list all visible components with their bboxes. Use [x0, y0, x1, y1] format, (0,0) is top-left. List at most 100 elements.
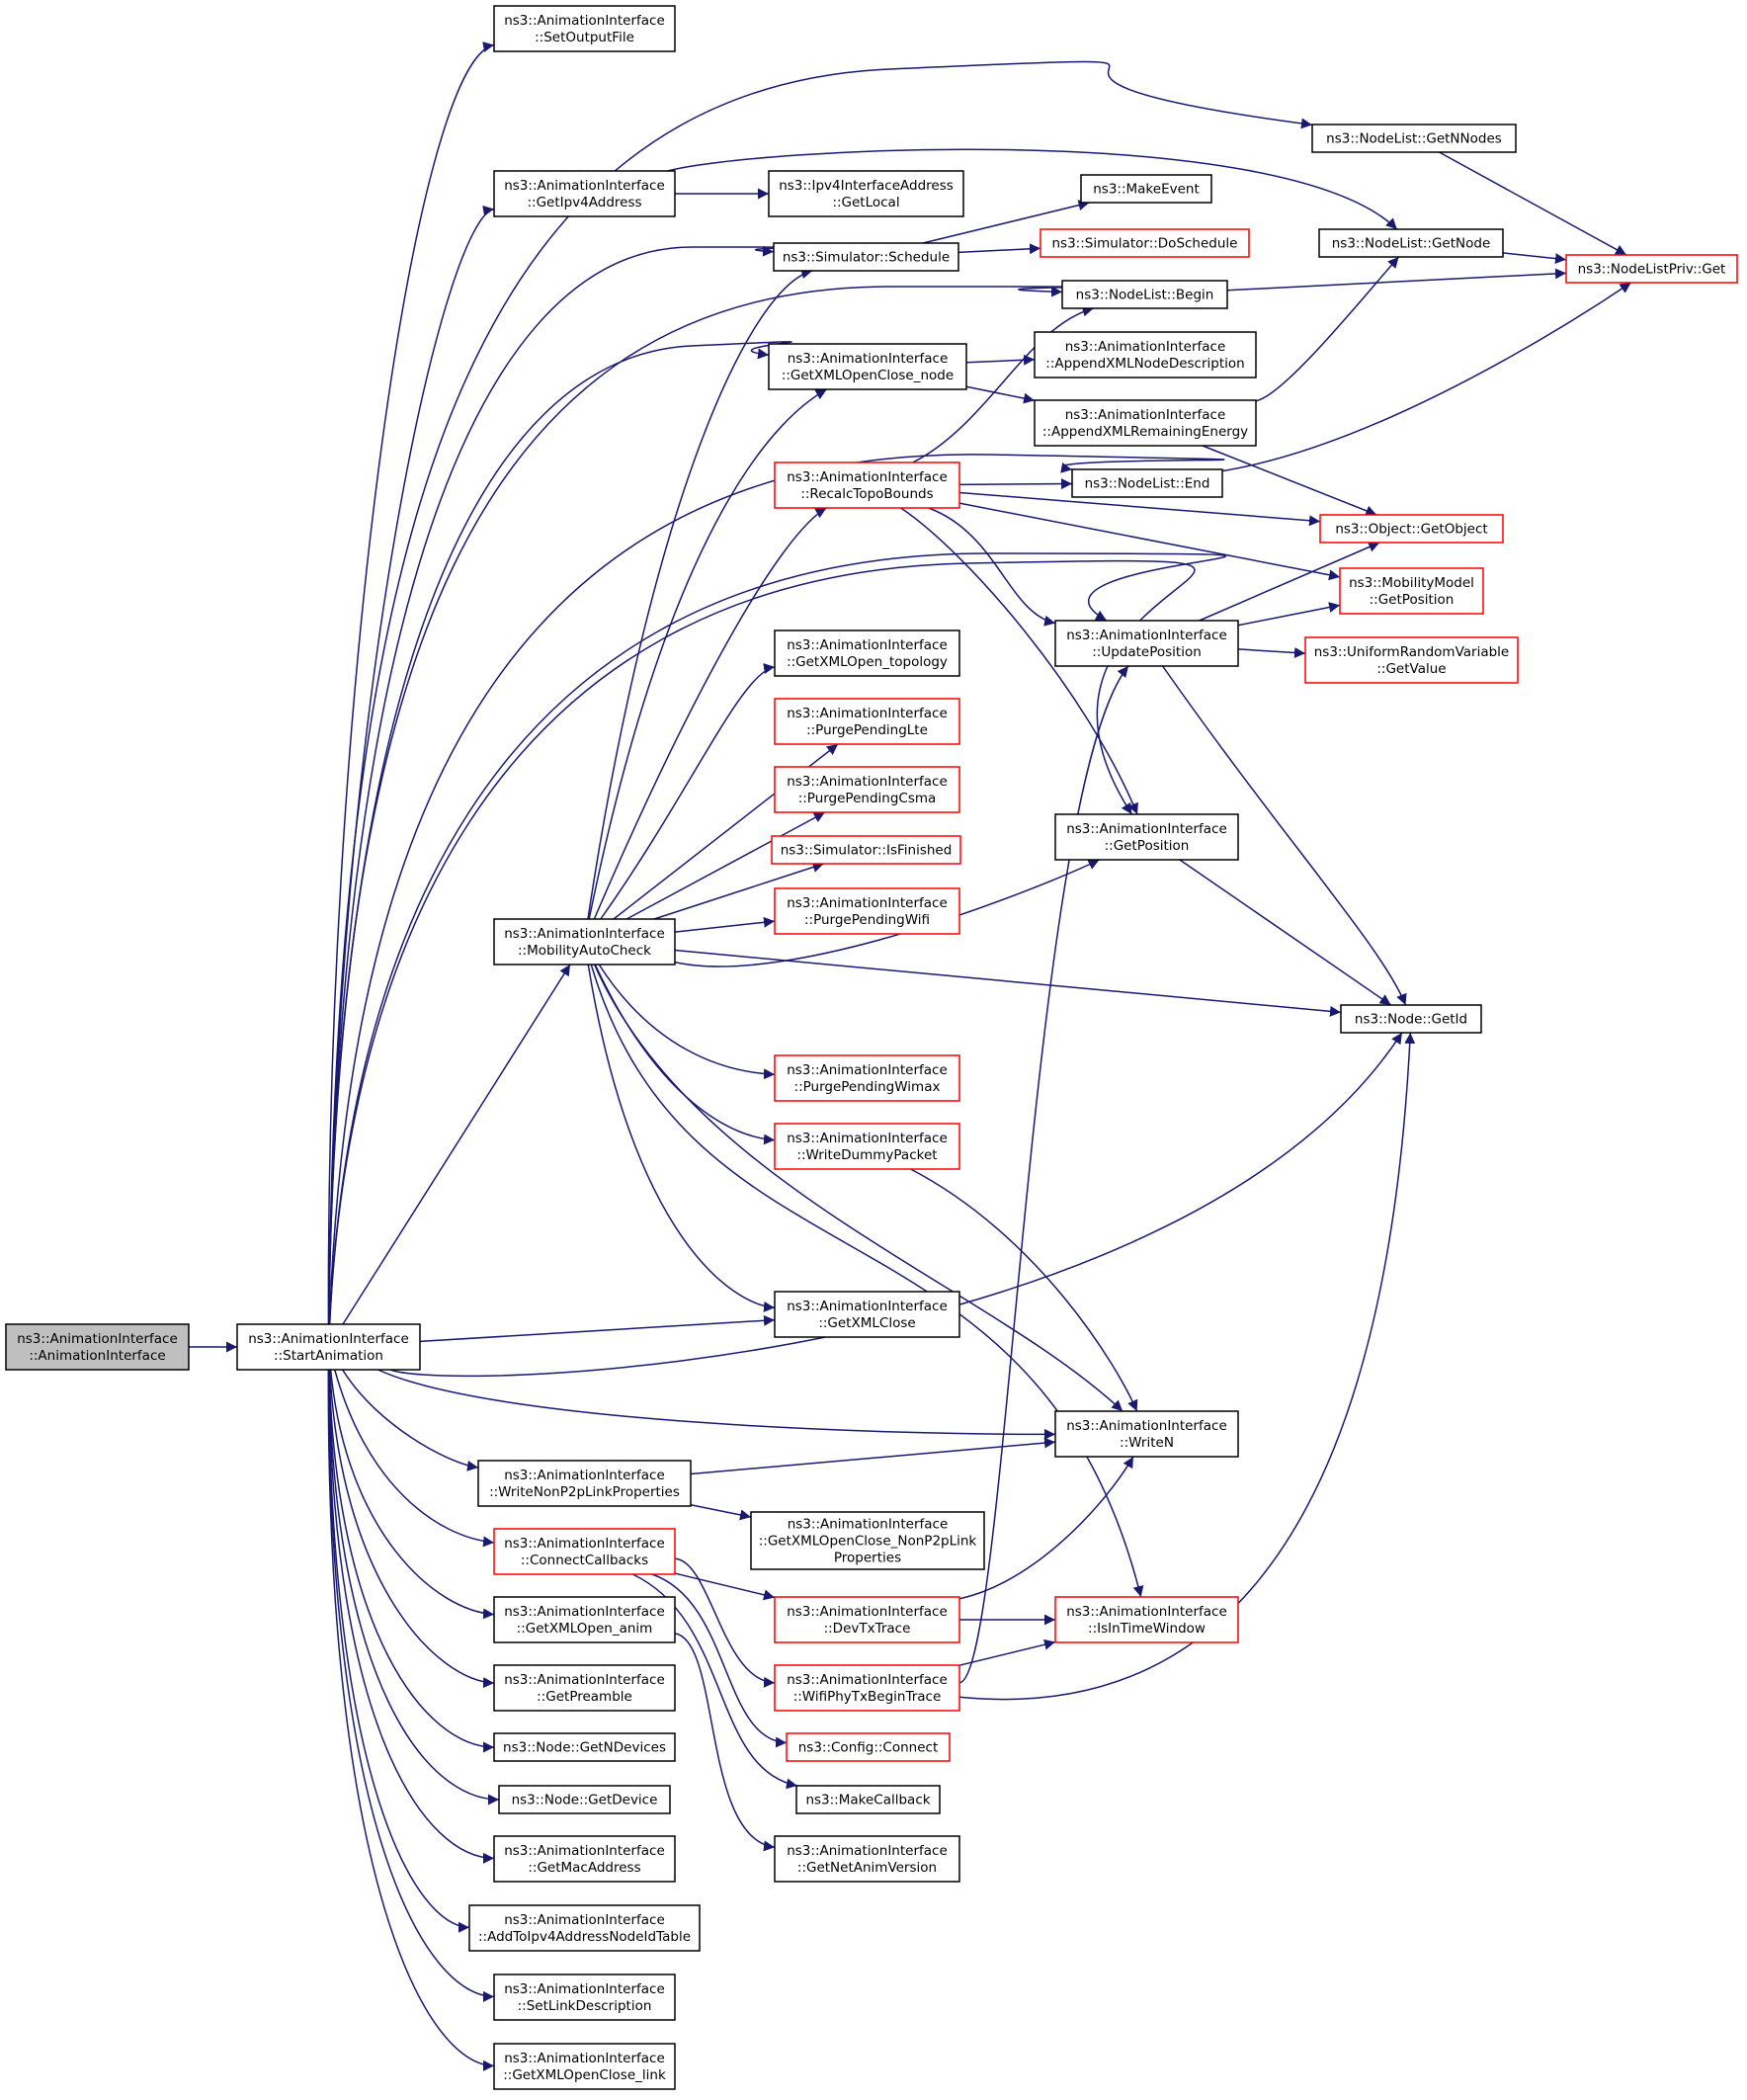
function-node-getnode[interactable]: ns3::NodeList::GetNode [1318, 228, 1504, 258]
function-node-getvalue[interactable]: ns3::UniformRandomVariable::GetValue [1304, 636, 1519, 684]
function-node-label: ::GetXMLClose [818, 1315, 915, 1331]
function-node-isintime[interactable]: ns3::AnimationInterface::IsInTimeWindow [1054, 1596, 1239, 1643]
function-node-wifiphy[interactable]: ns3::AnimationInterface::WifiPhyTxBeginT… [774, 1664, 960, 1712]
call-edge-getnode-to-nlpget [1502, 252, 1567, 265]
function-node-setoutput[interactable]: ns3::AnimationInterface::SetOutputFile [493, 5, 676, 52]
function-node-getxmlclose[interactable]: ns3::AnimationInterface::GetXMLClose [774, 1291, 960, 1338]
function-node-box [477, 1460, 692, 1507]
function-node-updatepos[interactable]: ns3::AnimationInterface::UpdatePosition [1054, 620, 1239, 667]
call-edge-schedule-to-doschedule [957, 243, 1041, 255]
function-node-box [1565, 254, 1738, 284]
function-node-getnnodes[interactable]: ns3::NodeList::GetNNodes [1311, 124, 1517, 153]
function-node-label: ns3::AnimationInterface [787, 1299, 948, 1314]
function-node-appendnode[interactable]: ns3::AnimationInterface::AppendXMLNodeDe… [1034, 331, 1257, 378]
function-node-label: ns3::AnimationInterface [1065, 339, 1226, 355]
function-node-appendenergy[interactable]: ns3::AnimationInterface::AppendXMLRemain… [1034, 399, 1257, 447]
function-node-isfinished[interactable]: ns3::Simulator::IsFinished [771, 835, 961, 865]
function-node-purgewimax[interactable]: ns3::AnimationInterface::PurgePendingWim… [774, 1054, 960, 1102]
function-node-box [1054, 813, 1239, 861]
call-edge-updatepos-to-mobgetpos [1237, 602, 1341, 627]
function-node-label: ::GetMacAddress [528, 1860, 640, 1876]
function-node-label: ::AppendXMLNodeDescription [1045, 356, 1244, 372]
function-node-writenonp2p[interactable]: ns3::AnimationInterface::WriteNonP2pLink… [477, 1460, 692, 1507]
function-node-start[interactable]: ns3::AnimationInterface::StartAnimation [236, 1323, 421, 1371]
function-node-openclosenode[interactable]: ns3::AnimationInterface::GetXMLOpenClose… [768, 343, 967, 390]
function-node-purgewifi[interactable]: ns3::AnimationInterface::PurgePendingWif… [774, 887, 960, 935]
function-node-writedummy[interactable]: ns3::AnimationInterface::WriteDummyPacke… [774, 1123, 960, 1170]
function-node-label: ns3::AnimationInterface [504, 1536, 665, 1552]
function-node-label: ::GetPreamble [537, 1689, 632, 1705]
function-node-label: ns3::AnimationInterface [787, 706, 948, 721]
function-node-opentopo[interactable]: ns3::AnimationInterface::GetXMLOpen_topo… [774, 630, 960, 677]
function-node-openanim[interactable]: ns3::AnimationInterface::GetXMLOpen_anim [493, 1596, 676, 1643]
function-node-recalc[interactable]: ns3::AnimationInterface::RecalcTopoBound… [774, 462, 960, 509]
function-node-box [773, 242, 959, 272]
function-node-makecallback[interactable]: ns3::MakeCallback [795, 1785, 941, 1814]
function-node-setlinkdesc[interactable]: ns3::AnimationInterface::SetLinkDescript… [493, 1974, 676, 2021]
function-node-box [795, 1785, 941, 1814]
call-edge-start-to-getipv4 [328, 206, 495, 1325]
function-node-netanimver[interactable]: ns3::AnimationInterface::GetNetAnimVersi… [774, 1835, 960, 1883]
function-node-getobject[interactable]: ns3::Object::GetObject [1319, 514, 1504, 544]
function-node-connectcb[interactable]: ns3::AnimationInterface::ConnectCallback… [493, 1528, 676, 1575]
call-edge-appendenergy-to-getobject [1202, 445, 1377, 517]
call-edge-openanim-to-netanimver [674, 1633, 776, 1852]
function-node-box [1318, 228, 1504, 258]
function-node-doschedule[interactable]: ns3::Simulator::DoSchedule [1040, 228, 1250, 258]
function-node-label: ::GetNetAnimVersion [797, 1860, 937, 1876]
function-node-box [774, 698, 960, 745]
function-node-openclolink[interactable]: ns3::AnimationInterface::GetXMLOpenClose… [493, 2043, 676, 2090]
call-edge-connectcb-to-devtx [674, 1572, 776, 1601]
function-nodes: ns3::AnimationInterface::AnimationInterf… [5, 5, 1738, 2090]
call-edge-recalc-to-end [958, 478, 1073, 490]
function-node-label: ::GetXMLOpen_anim [517, 1621, 653, 1637]
function-node-purgecsma[interactable]: ns3::AnimationInterface::PurgePendingCsm… [774, 766, 960, 813]
function-node-box [774, 1291, 960, 1338]
function-node-purgelte[interactable]: ns3::AnimationInterface::PurgePendingLte [774, 698, 960, 745]
function-node-label: ns3::AnimationInterface [787, 637, 948, 653]
call-edge-mobcheck-to-schedule [587, 268, 813, 920]
function-node-openclosenonp2p[interactable]: ns3::AnimationInterface::GetXMLOpenClose… [750, 1511, 985, 1570]
function-node-box [493, 1835, 676, 1883]
function-node-label: ns3::AnimationInterface [788, 351, 949, 367]
function-node-end[interactable]: ns3::NodeList::End [1071, 468, 1223, 498]
function-node-label: ns3::NodeList::GetNode [1332, 236, 1491, 252]
call-edge-mobcheck-to-writedummy [594, 964, 776, 1145]
function-node-addtoipv4[interactable]: ns3::AnimationInterface::AddToIpv4Addres… [468, 1904, 701, 1952]
function-node-box [5, 1323, 190, 1371]
function-node-label: ns3::AnimationInterface [504, 1468, 665, 1483]
function-node-label: ::PurgePendingLte [806, 722, 928, 738]
function-node-configconnect[interactable]: ns3::Config::Connect [786, 1732, 951, 1762]
function-node-label: ::GetXMLOpenClose_link [503, 2067, 666, 2083]
function-node-writen[interactable]: ns3::AnimationInterface::WriteN [1054, 1410, 1239, 1458]
function-node-nlpget[interactable]: ns3::NodeListPriv::Get [1565, 254, 1738, 284]
call-edge-start-to-begin [328, 286, 1087, 1325]
function-node-getposition[interactable]: ns3::AnimationInterface::GetPosition [1054, 813, 1239, 861]
function-node-getndevices[interactable]: ns3::Node::GetNDevices [493, 1732, 676, 1762]
function-node-label: ns3::AnimationInterface [1066, 1418, 1227, 1434]
function-node-label: ::GetPosition [1370, 592, 1455, 608]
call-edge-start-to-writenonp2p [342, 1369, 479, 1471]
function-node-preamble[interactable]: ns3::AnimationInterface::GetPreamble [493, 1664, 676, 1712]
function-node-getmac[interactable]: ns3::AnimationInterface::GetMacAddress [493, 1835, 676, 1883]
function-node-mobcheck[interactable]: ns3::AnimationInterface::MobilityAutoChe… [493, 918, 676, 966]
function-node-label: ns3::AnimationInterface [787, 1604, 948, 1620]
function-node-getipv4[interactable]: ns3::AnimationInterface::GetIpv4Address [493, 170, 676, 217]
function-node-label: ::WriteN [1120, 1435, 1174, 1451]
call-edge-mobcheck-to-opentopo [600, 663, 776, 920]
function-node-getid[interactable]: ns3::Node::GetId [1340, 1004, 1482, 1034]
call-edge-recalc-to-getobject [958, 491, 1321, 527]
function-node-getlocal[interactable]: ns3::Ipv4InterfaceAddress::GetLocal [768, 170, 964, 217]
function-node-devtx[interactable]: ns3::AnimationInterface::DevTxTrace [774, 1596, 960, 1643]
call-edge-updatepos-to-getid [1162, 665, 1407, 1006]
function-node-schedule[interactable]: ns3::Simulator::Schedule [773, 242, 959, 272]
call-edge-start-to-schedule [328, 245, 801, 1325]
function-node-mobgetpos[interactable]: ns3::MobilityModel::GetPosition [1339, 567, 1484, 615]
function-node-getdevice[interactable]: ns3::Node::GetDevice [498, 1785, 671, 1814]
function-node-makeevent[interactable]: ns3::MakeEvent [1080, 174, 1212, 204]
function-node-label: ns3::AnimationInterface [1066, 821, 1227, 837]
function-node-box [1319, 514, 1504, 544]
function-node-begin[interactable]: ns3::NodeList::Begin [1061, 280, 1228, 309]
function-node-label: ns3::Ipv4InterfaceAddress [779, 178, 954, 194]
